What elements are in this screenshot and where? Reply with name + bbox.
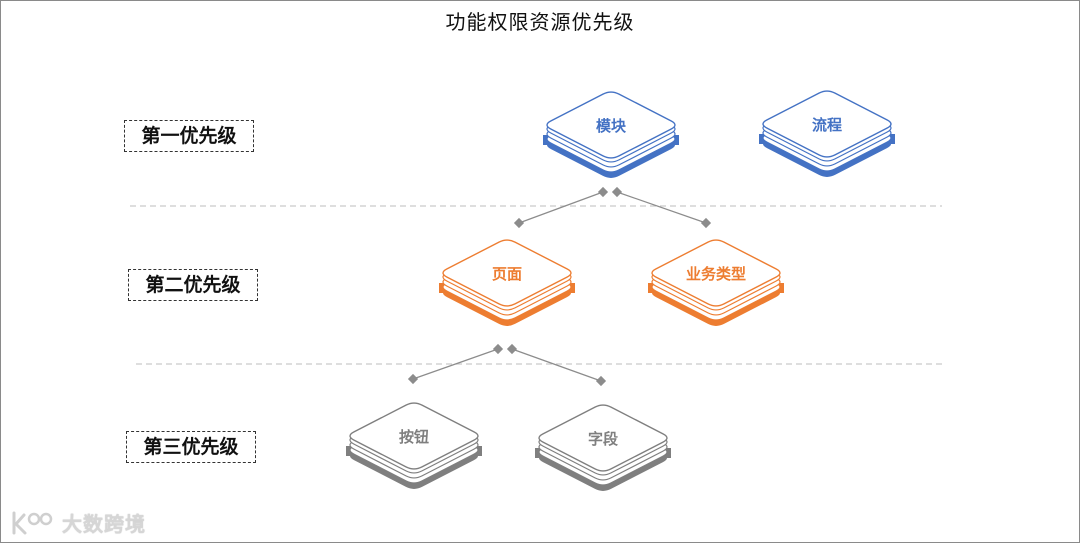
node-top-face [442, 239, 572, 307]
node-top-face [538, 404, 668, 472]
k-logo-icon [12, 511, 53, 534]
connector-line [616, 191, 707, 224]
node-label-module: 模块 [596, 117, 627, 135]
node-label-button: 按钮 [399, 428, 429, 446]
node-top-face [546, 91, 676, 159]
connector-line [412, 348, 499, 380]
node-page [439, 239, 575, 326]
node-label-page: 页面 [492, 265, 522, 283]
connector-dot [513, 217, 525, 229]
node-top-face [762, 90, 892, 158]
node-business-type [648, 239, 784, 326]
node-module [543, 91, 679, 178]
node-label-process: 流程 [812, 116, 842, 134]
node-process [759, 90, 895, 177]
connector-group-1 [513, 186, 712, 229]
level-label-2: 第二优先级 [128, 269, 258, 301]
node-field [535, 404, 671, 491]
watermark-text: 大数跨境 [62, 512, 146, 536]
connector-dot [595, 375, 607, 387]
connector-line [518, 191, 604, 224]
level-label-1: 第一优先级 [124, 120, 254, 152]
connector-dot [506, 343, 518, 355]
node-button [346, 402, 482, 489]
node-label-field: 字段 [588, 430, 618, 448]
connector-dot [700, 217, 712, 229]
connector-line [511, 348, 602, 382]
node-top-face [349, 402, 479, 470]
connector-dot [597, 186, 609, 198]
connector-dot [407, 373, 419, 385]
node-label-business-type: 业务类型 [686, 265, 746, 283]
watermark: 大数跨境 [10, 508, 146, 537]
diagram-title: 功能权限资源优先级 [445, 10, 635, 34]
level-label-3: 第三优先级 [126, 431, 256, 463]
node-top-face [651, 239, 781, 307]
connector-group-2 [407, 343, 607, 387]
connector-dot [611, 186, 623, 198]
connector-dot [492, 343, 504, 355]
